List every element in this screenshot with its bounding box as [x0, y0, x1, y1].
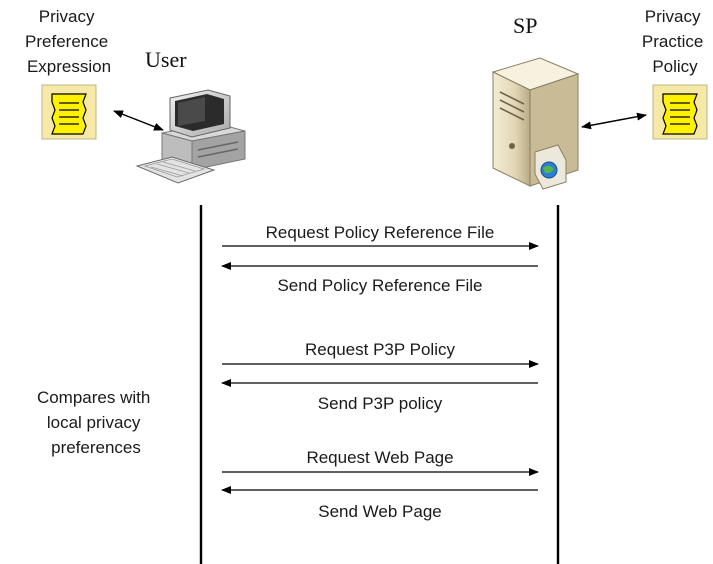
- user-doc-label-line: Expression: [27, 57, 111, 76]
- message: Request Web Page: [222, 448, 539, 476]
- local-comparison-note: Compares with local privacy preferences: [37, 388, 155, 457]
- message-label: Request Web Page: [306, 448, 453, 467]
- user-doc-link-arrow: [113, 110, 164, 131]
- sp-doc-label-line: Privacy: [645, 7, 701, 26]
- computer-icon: [135, 89, 246, 184]
- sp-doc-label: Privacy Practice Policy: [642, 7, 708, 76]
- sp-doc-link-arrow: [581, 112, 647, 130]
- document-icon: [652, 84, 708, 140]
- sp-actor-label: SP: [513, 13, 537, 38]
- message-label: Send Policy Reference File: [277, 276, 482, 295]
- local-comparison-note-line: Compares with: [37, 388, 150, 407]
- message-label: Request Policy Reference File: [266, 223, 495, 242]
- user-doc-label-line: Preference: [25, 32, 108, 51]
- message: Request Policy Reference File: [222, 223, 539, 250]
- sp-doc-label-line: Practice: [642, 32, 703, 51]
- message: Send Policy Reference File: [221, 262, 538, 295]
- user-actor-label: User: [145, 47, 187, 72]
- document-icon: [41, 84, 97, 140]
- local-comparison-note-line: local privacy: [47, 413, 141, 432]
- server-icon: [491, 57, 580, 190]
- message: Request P3P Policy: [222, 340, 539, 368]
- message: Send Web Page: [221, 486, 538, 521]
- user-doc-label: Privacy Preference Expression: [25, 7, 113, 76]
- user-doc-label-line: Privacy: [39, 7, 95, 26]
- message-label: Request P3P Policy: [305, 340, 455, 359]
- message-label: Send P3P policy: [318, 394, 443, 413]
- sp-doc-label-line: Policy: [652, 57, 698, 76]
- message: Send P3P policy: [221, 379, 538, 413]
- local-comparison-note-line: preferences: [51, 438, 141, 457]
- message-label: Send Web Page: [318, 502, 442, 521]
